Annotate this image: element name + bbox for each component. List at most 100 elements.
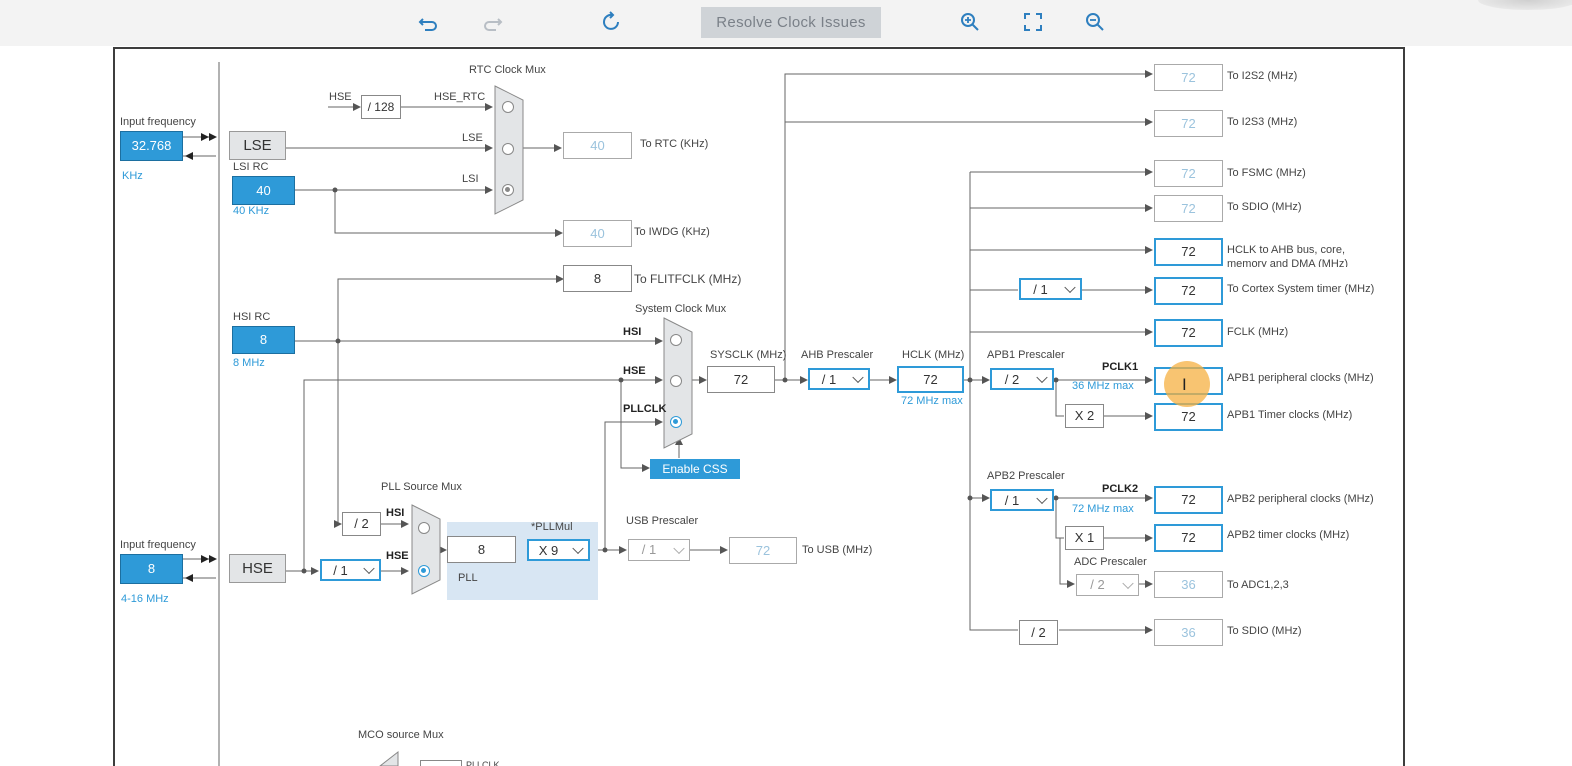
- enable-css-button[interactable]: Enable CSS: [650, 459, 740, 479]
- pll-src-hse-radio[interactable]: [418, 565, 430, 577]
- rtc-mux-lse-radio[interactable]: [502, 143, 514, 155]
- fit-screen-icon[interactable]: [1021, 10, 1045, 34]
- apb2-max-label: 72 MHz max: [1072, 503, 1134, 515]
- mco-pllclk-label: PLLCLK: [466, 760, 500, 766]
- apb1-prescaler-label: APB1 Prescaler: [987, 349, 1065, 361]
- window-shadow: [1478, 0, 1572, 10]
- hse-range-label: 4-16 MHz: [121, 593, 169, 605]
- apb1-peripheral-output-label: APB1 peripheral clocks (MHz): [1227, 372, 1374, 384]
- to-usb-label: To USB (MHz): [802, 544, 873, 556]
- usb-output-value: 72: [729, 537, 797, 564]
- chevron-down-icon: [1036, 371, 1048, 384]
- rtc-mux-hse-radio[interactable]: [502, 101, 514, 113]
- fclk-output-field[interactable]: 72: [1154, 319, 1223, 347]
- sysmux-hse-radio[interactable]: [670, 375, 682, 387]
- sysmux-pllclk-label: PLLCLK: [623, 403, 667, 415]
- cortex-timer-prescaler-select[interactable]: / 1: [1019, 278, 1082, 300]
- sdio-apb-output-value: 36: [1154, 619, 1223, 646]
- chevron-down-icon: [852, 371, 864, 384]
- hse-input-frequency-field[interactable]: 8: [120, 554, 183, 584]
- mco-box: [420, 760, 462, 766]
- pll-source-mux-label: PLL Source Mux: [381, 481, 462, 493]
- ahb-prescaler-select[interactable]: / 1: [808, 368, 870, 390]
- refresh-icon[interactable]: [600, 10, 624, 34]
- undo-icon[interactable]: [417, 10, 441, 34]
- pll-src-hsi-label: HSI: [386, 507, 405, 519]
- iwdg-output-value: 40: [563, 220, 632, 247]
- hsi-div2-box: / 2: [342, 512, 381, 536]
- usb-prescaler-select[interactable]: / 1: [628, 539, 690, 561]
- apb1-timer-x2-box: X 2: [1065, 404, 1104, 428]
- lse-input-frequency-field[interactable]: 32.768: [120, 131, 183, 161]
- hclk-ahb-output-field[interactable]: 72: [1154, 238, 1223, 266]
- apb2-timer-output-label: APB2 timer clocks (MHz): [1227, 529, 1350, 541]
- resolve-clock-issues-button[interactable]: Resolve Clock Issues: [701, 7, 881, 38]
- lsi-rc-freq-label: 40 KHz: [233, 205, 270, 217]
- flitfclk-value: 8: [563, 265, 632, 292]
- sysmux-hse-label: HSE: [623, 365, 646, 377]
- mco-source-mux-label: MCO source Mux: [358, 729, 444, 741]
- apb1-timer-output-field[interactable]: 72: [1154, 403, 1223, 431]
- sysmux-hsi-radio[interactable]: [670, 334, 682, 346]
- pll-src-hse-label: HSE: [386, 550, 409, 562]
- sysmux-pllclk-radio[interactable]: [670, 416, 682, 428]
- sdio-ahb-output-value: 72: [1154, 195, 1223, 222]
- sysmux-hsi-label: HSI: [623, 326, 642, 338]
- hse-prediv-select[interactable]: / 1: [320, 559, 381, 581]
- rtc-mux-lsi-radio[interactable]: [502, 184, 514, 196]
- pclk1-label: PCLK1: [1102, 361, 1139, 373]
- apb2-timer-output-field[interactable]: 72: [1154, 524, 1223, 552]
- to-flitfclk-label: To FLITFCLK (MHz): [634, 272, 742, 286]
- chevron-down-icon: [1122, 577, 1134, 590]
- hsi-rc-value: 8: [232, 326, 295, 354]
- text-cursor-icon: I: [1182, 375, 1187, 394]
- pll-src-hsi-radio[interactable]: [418, 522, 430, 534]
- hse-div128-box: / 128: [361, 95, 401, 119]
- lse-block: LSE: [229, 131, 286, 160]
- rtc-lsi-label: LSI: [462, 173, 479, 185]
- hse-block: HSE: [229, 554, 286, 583]
- chevron-down-icon: [363, 562, 375, 575]
- apb2-peripheral-output-field[interactable]: 72: [1154, 486, 1223, 514]
- hclk-max-label: 72 MHz max: [901, 395, 963, 407]
- to-rtc-label: To RTC (KHz): [640, 138, 709, 150]
- hse-prediv-value: / 1: [333, 563, 348, 578]
- adc-output-value: 36: [1154, 571, 1223, 598]
- apb2-peripheral-output-label: APB2 peripheral clocks (MHz): [1227, 493, 1374, 505]
- apb2-prescaler-select[interactable]: / 1: [990, 489, 1054, 511]
- toolbar: Resolve Clock Issues: [0, 0, 1572, 46]
- chevron-down-icon: [572, 542, 584, 555]
- fsmc-output-value: 72: [1154, 160, 1223, 187]
- i2s3-output-value: 72: [1154, 110, 1223, 137]
- sdio-apb-output-label: To SDIO (MHz): [1227, 625, 1302, 637]
- redo-icon[interactable]: [480, 10, 504, 34]
- lse-unit-label: KHz: [122, 170, 143, 182]
- cortex-timer-output-field[interactable]: 72: [1154, 277, 1223, 305]
- hse-rtc-label: HSE_RTC: [434, 91, 486, 103]
- sysclk-label: SYSCLK (MHz): [710, 349, 787, 361]
- adc-prescaler-label: ADC Prescaler: [1074, 556, 1147, 568]
- zoom-out-icon[interactable]: [1083, 10, 1107, 34]
- rtc-output-value: 40: [563, 132, 632, 159]
- cortex-timer-prescaler-value: / 1: [1033, 282, 1048, 297]
- zoom-in-icon[interactable]: [958, 10, 982, 34]
- hclk-field[interactable]: 72: [897, 366, 964, 393]
- rtc-clock-mux-label: RTC Clock Mux: [469, 64, 546, 76]
- hsi-rc-label: HSI RC: [233, 311, 271, 323]
- apb1-prescaler-select[interactable]: / 2: [990, 368, 1054, 390]
- sysclk-value: 72: [707, 366, 775, 393]
- apb1-max-label: 36 MHz max: [1072, 380, 1134, 392]
- adc-prescaler-value: / 2: [1090, 577, 1105, 592]
- hse-input-frequency-label: Input frequency: [120, 539, 196, 551]
- rtc-hse-label: HSE: [329, 91, 352, 103]
- usb-prescaler-label: USB Prescaler: [626, 515, 699, 527]
- pll-src-mux-shape: [411, 504, 441, 595]
- i2s2-output-value: 72: [1154, 64, 1223, 91]
- i2s2-output-label: To I2S2 (MHz): [1227, 70, 1298, 82]
- rtc-lse-label: LSE: [462, 132, 483, 144]
- ahb-prescaler-value: / 1: [821, 372, 837, 387]
- cortex-timer-output-label: To Cortex System timer (MHz): [1227, 283, 1375, 295]
- fsmc-output-label: To FSMC (MHz): [1227, 167, 1306, 179]
- pllmul-select[interactable]: X 9: [527, 539, 590, 561]
- adc-prescaler-select[interactable]: / 2: [1076, 574, 1139, 596]
